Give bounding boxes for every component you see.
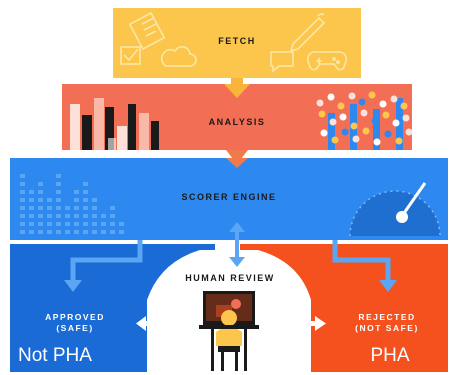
rejected-arrowhead [379,280,397,292]
document-icon [128,11,166,51]
analysis-label: ANALYSIS [208,117,266,127]
rejected-flow-arrow [332,240,391,283]
approve-left-arrow [136,316,156,331]
chat-icon [270,51,294,73]
approved-label: APPROVED (SAFE) [20,312,130,334]
reject-right-arrow [305,316,326,331]
approved-line1: APPROVED [45,312,105,322]
pen-icon [289,13,326,53]
rejected-line2: (NOT SAFE) [355,323,419,333]
pha-label: PHA [370,345,410,366]
scorer-engine-label: SCORER ENGINE [181,192,277,202]
rejected-label: REJECTED (NOT SAFE) [332,312,442,334]
gamepad-icon [306,51,348,71]
not-pha-label: Not PHA [18,345,92,366]
rejected-line1: REJECTED [358,312,416,322]
analysis-arrow [226,150,248,164]
bar-chart-icon [70,98,159,150]
fetch-label: FETCH [218,36,256,46]
checkbox-icon [120,46,141,65]
waveform-icon [20,174,124,234]
review-double-arrow [229,222,245,267]
gauge-icon [349,182,441,237]
approved-flow-arrow [70,240,143,283]
cloud-icon [160,46,197,67]
reviewer-icon [199,291,259,371]
approved-arrowhead [64,280,82,292]
approved-line2: (SAFE) [56,323,94,333]
dot-plot-icon [316,91,413,150]
fetch-connector [231,78,243,86]
human-review-label: HUMAN REVIEW [185,273,275,283]
